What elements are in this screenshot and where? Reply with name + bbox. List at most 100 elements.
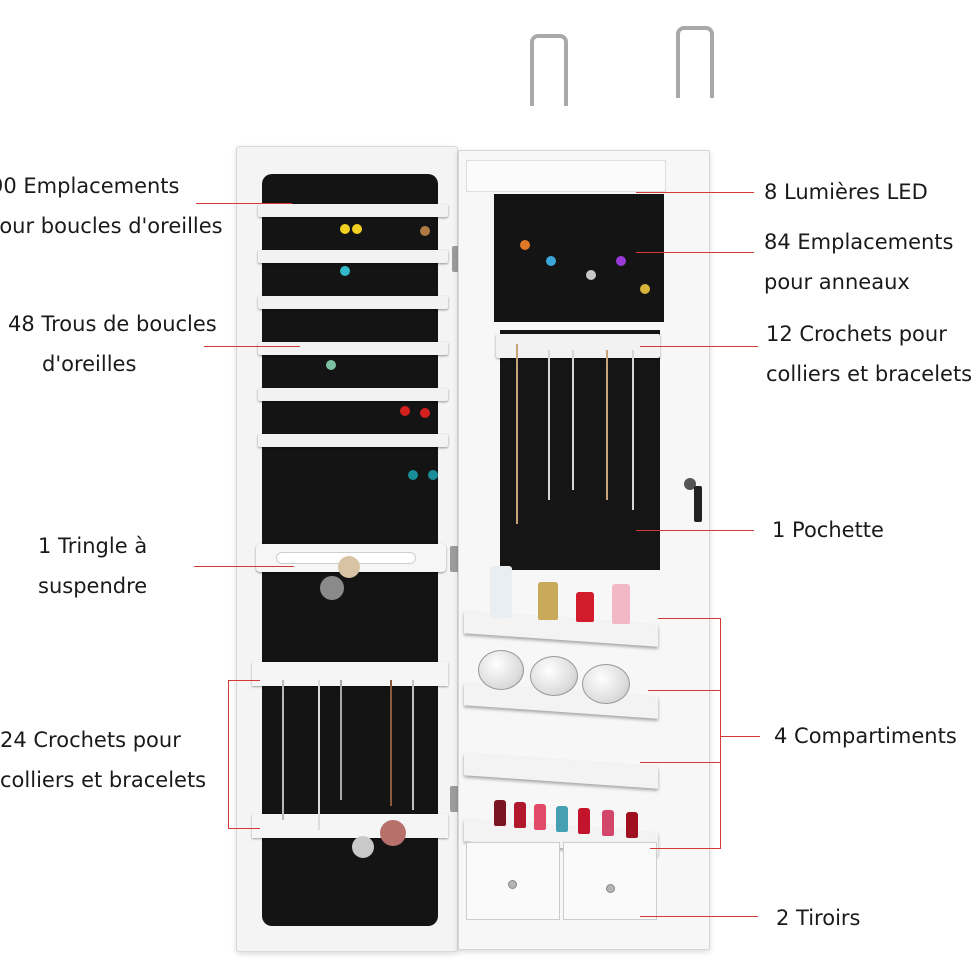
label-line: 12 Crochets pour (766, 322, 947, 346)
bracelet (352, 836, 374, 858)
label-cabinet-hooks: 12 Crochets pour colliers et bracelets (766, 314, 972, 394)
label-pouch: 1 Pochette (772, 510, 884, 550)
drawer-knob (508, 880, 517, 889)
callout-line-rod (194, 566, 294, 567)
door-hanger-left (530, 34, 568, 106)
door-hanger-right (676, 26, 714, 98)
drawer-knob (606, 884, 615, 893)
earring (400, 406, 410, 416)
nail-polish (534, 804, 546, 830)
earring-bar (258, 342, 448, 355)
bracelet (320, 576, 344, 600)
earring (340, 224, 350, 234)
bracelet (380, 820, 406, 846)
lock-icon (684, 478, 696, 490)
necklace (282, 680, 284, 820)
necklace (572, 350, 574, 490)
necklace (390, 680, 392, 806)
earring (420, 226, 430, 236)
necklace (340, 680, 342, 800)
label-line: 24 Crochets pour (0, 728, 181, 752)
label-line: 4 Compartiments (774, 724, 957, 748)
necklace (606, 350, 608, 500)
ring-tray (494, 194, 664, 322)
label-line: pour anneaux (764, 270, 910, 294)
label-line: 2 Tiroirs (776, 906, 861, 930)
label-line: 90 Emplacements (0, 174, 180, 198)
label-earring-slots: 90 Emplacements pour boucles d'oreilles (0, 166, 223, 246)
ring (640, 284, 650, 294)
ring (546, 256, 556, 266)
necklace (632, 350, 634, 510)
earring (420, 408, 430, 418)
ring (586, 270, 596, 280)
earring-bar (258, 250, 448, 263)
label-line: 8 Lumières LED (764, 180, 928, 204)
earring-bar (258, 434, 448, 447)
label-line: colliers et bracelets (766, 362, 973, 386)
nail-polish (514, 802, 526, 828)
cosmetic-bottle (490, 566, 512, 618)
necklace (318, 680, 320, 830)
label-line: d'oreilles (42, 352, 137, 376)
callout-line-ring-slots (636, 252, 754, 253)
necklace (548, 350, 550, 500)
necklace-hook-bar (252, 662, 448, 686)
ring (520, 240, 530, 250)
label-line: colliers et bracelets (0, 768, 207, 792)
necklace-hook-rail (496, 334, 660, 358)
cosmetic-compact (478, 650, 524, 690)
label-drawers: 2 Tiroirs (776, 898, 860, 938)
cosmetic-bottle (576, 592, 594, 622)
necklace-hook-bar (252, 814, 448, 838)
cosmetic-compact (530, 656, 578, 696)
led-light-strip (466, 160, 666, 192)
cosmetic-bottle (538, 582, 558, 620)
label-compartments: 4 Compartiments (774, 716, 957, 756)
earring (340, 266, 350, 276)
earring (326, 360, 336, 370)
key-icon (694, 486, 702, 522)
label-line: pour boucles d'oreilles (0, 214, 223, 238)
ring (616, 256, 626, 266)
callout-line-earring-slots (196, 203, 292, 204)
callout-line-compartment-4 (650, 848, 720, 849)
nail-polish (494, 800, 506, 826)
nail-polish (578, 808, 590, 834)
earring (352, 224, 362, 234)
necklace (412, 680, 414, 810)
label-led: 8 Lumières LED (764, 172, 928, 212)
earring-bar (258, 296, 448, 309)
label-line: 1 Pochette (772, 518, 884, 542)
callout-line-compartment-3 (640, 762, 720, 763)
cosmetic-compact (582, 664, 630, 704)
cosmetic-bottle (612, 584, 630, 624)
label-ring-slots: 84 Emplacements pour anneaux (764, 222, 953, 302)
callout-line-drawers (640, 916, 758, 917)
callout-line-compartment-1 (658, 618, 720, 619)
bracelet (338, 556, 360, 578)
nail-polish (626, 812, 638, 838)
earring (408, 470, 418, 480)
callout-line-compartment-2 (648, 690, 720, 691)
label-line: 84 Emplacements (764, 230, 954, 254)
nail-polish (602, 810, 614, 836)
callout-line-door-hooks-top (228, 680, 260, 681)
callout-line-compartments (720, 736, 760, 737)
callout-line-led (636, 192, 754, 193)
label-door-hooks: 24 Crochets pour colliers et bracelets (0, 720, 206, 800)
earring-bar (258, 204, 448, 217)
callout-line-cabinet-hooks (640, 346, 758, 347)
necklace (516, 344, 518, 524)
callout-bracket-compartments (720, 618, 721, 849)
earring (428, 470, 438, 480)
nail-polish (556, 806, 568, 832)
earring-bar (258, 388, 448, 401)
callout-line-pouch (636, 530, 754, 531)
label-line: 1 Tringle à (38, 534, 148, 558)
label-rod: 1 Tringle à suspendre (38, 526, 147, 606)
necklace-panel (500, 330, 660, 570)
callout-line-door-hooks-bottom (228, 828, 260, 829)
callout-line-earring-holes (204, 346, 300, 347)
label-earring-holes: 48 Trous de boucles d'oreilles (8, 304, 217, 384)
